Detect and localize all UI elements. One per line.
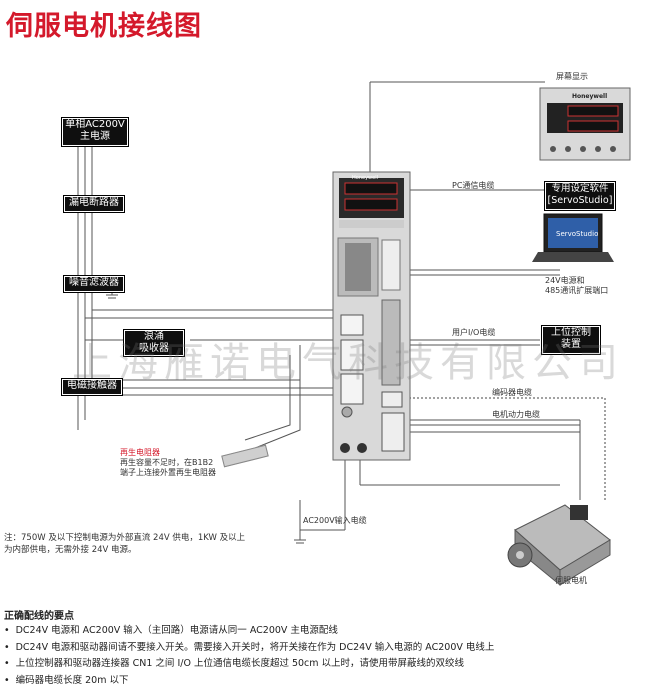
software-box: 专用设定软件 [ServoStudio] [545,182,615,210]
servo-motor-drawing [507,504,611,587]
pc-cable-label: PC通信电缆 [452,181,495,190]
laptop-screen-text: ServoStudio [556,230,599,238]
power-24v-label: 24V电源和 485通讯扩展端口 [545,276,609,295]
screen-display-panel [539,87,631,161]
drive-brand: Honeywell [352,175,378,181]
host-controller-box: 上位控制 装置 [542,326,600,354]
laptop [532,213,614,262]
power-note: 注：750W 及以下控制电源为外部直流 24V 供电，1KW 及以上 为内部供电… [4,533,246,555]
servo-drive [332,171,411,461]
contactor-box: 电磁接触器 [62,379,122,395]
wiring-rule: DC24V 电源和驱动器间请不要接入开关。需要接入开关时，将开关接在作为 DC2… [4,640,495,657]
noise-filter-box: 噪音滤波器 [64,276,124,292]
encoder-cable-label: 编码器电缆 [492,388,532,397]
surge-absorber-box: 浪涌 吸收器 [124,330,184,356]
wiring-rule: 编码器电缆长度 20m 以下 [4,673,494,690]
servo-motor-label: 伺服电机 [555,576,587,585]
user-io-cable-label: 用户I/O电缆 [452,328,496,337]
single-phase-ac200v-power-box: 单相AC200V 主电源 [62,118,128,146]
leakage-breaker-box: 漏电断路器 [64,196,124,212]
encoder-cable-line [405,397,606,500]
regen-resistor-title: 再生电阻器 [120,448,160,457]
right-cables [369,81,581,500]
wiring-rules-title: 正确配线的要点 [4,611,74,622]
wiring-rule: DC24V 电源和 AC200V 输入（主回路）电源请从同一 AC200V 主电… [4,623,494,640]
motor-power-cable-label: 电机动力电缆 [492,410,540,419]
screen-display-label: 屏幕显示 [556,72,588,81]
panel-brand: Honeywell [572,93,608,100]
ac200v-input-label: AC200V输入电缆 [303,516,367,525]
regen-resistor-desc: 再生容量不足时，在B1B2 端子上连接外置再生电阻器 [120,458,216,477]
wiring-rule: 上位控制器和驱动器连接器 CN1 之间 I/O 上位通信电缆长度超过 50cm … [4,656,494,673]
page-title: 伺服电机接线图 [6,11,202,42]
wiring-rules-list: DC24V 电源和 AC200V 输入（主回路）电源请从同一 AC200V 主电… [4,623,495,690]
